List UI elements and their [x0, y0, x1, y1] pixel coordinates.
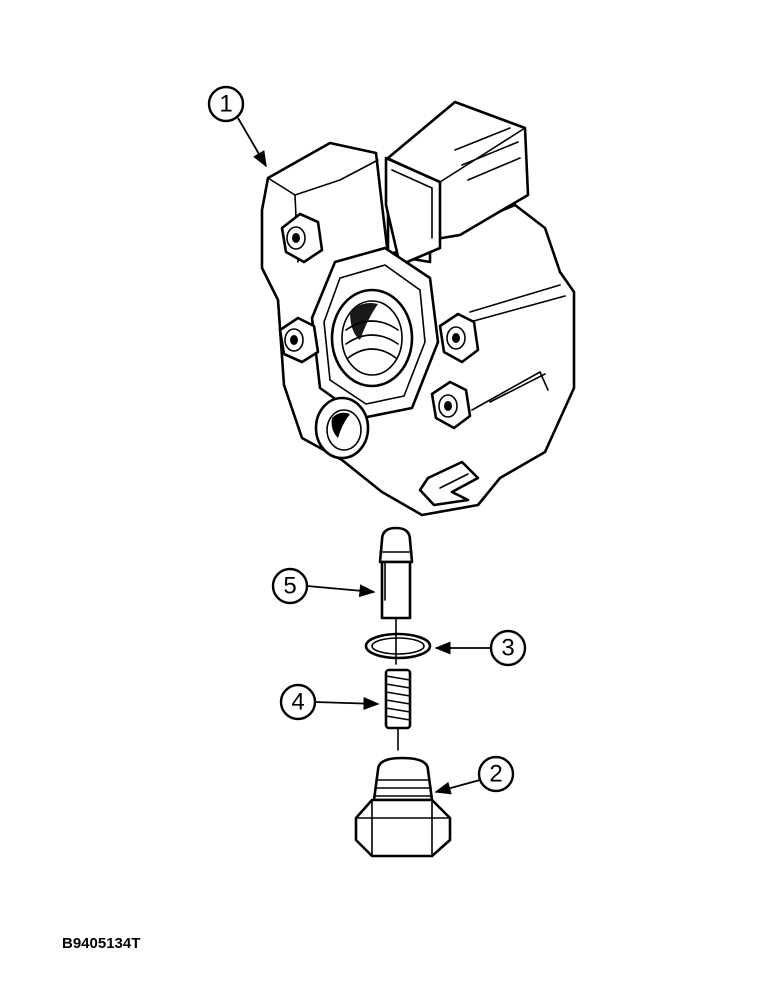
svg-text:1: 1	[219, 91, 232, 118]
threaded-plug	[354, 756, 452, 858]
callout-2: 2	[434, 755, 515, 795]
svg-text:2: 2	[489, 761, 502, 788]
callout-1: 1	[207, 85, 267, 168]
callout-5: 5	[271, 567, 376, 605]
mounting-boss	[280, 212, 324, 264]
figure-id: B9405134T	[62, 935, 140, 952]
mounting-boss	[438, 312, 480, 364]
callout-4: 4	[279, 683, 380, 721]
svg-text:3: 3	[501, 635, 514, 662]
o-ring	[364, 632, 432, 660]
svg-text:5: 5	[283, 573, 296, 600]
callout-3: 3	[434, 629, 527, 667]
mounting-boss	[430, 380, 472, 430]
valve-housing	[260, 100, 576, 517]
svg-text:4: 4	[291, 689, 304, 716]
spring	[384, 668, 412, 751]
poppet-plunger	[378, 526, 414, 665]
mounting-boss	[278, 316, 320, 364]
